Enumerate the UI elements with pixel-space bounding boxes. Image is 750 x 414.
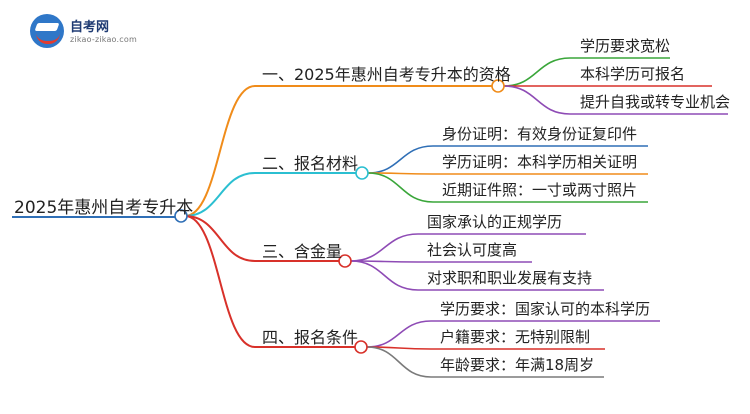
connector-root-branch-3 xyxy=(184,215,256,262)
logo-subtitle: zikao-zikao.com xyxy=(70,35,137,44)
root-node-label: 2025年惠州自考专升本 xyxy=(14,198,194,218)
branch-3-label: 三、含金量 xyxy=(262,242,343,261)
branch-2-label: 二、报名材料 xyxy=(262,154,359,173)
leaf-2-3: 近期证件照：一寸或两寸照片 xyxy=(442,181,638,199)
leaf-1-2: 本科学历可报名 xyxy=(580,65,686,83)
graduation-cap-logo-icon xyxy=(30,14,64,48)
leaf-1-1: 学历要求宽松 xyxy=(580,37,671,55)
leaf-1-3: 提升自我或转专业机会 xyxy=(580,93,731,111)
connector-branch-3-leaf-3 xyxy=(350,260,419,291)
branch-4-node-circle xyxy=(354,340,368,354)
connector-branch-2-leaf-3 xyxy=(367,172,434,203)
leaf-2-2: 学历证明：本科学历相关证明 xyxy=(442,153,638,171)
branch-1-label: 一、2025年惠州自考专升本的资格 xyxy=(262,65,511,84)
branch-4-label: 四、报名条件 xyxy=(262,328,359,347)
leaf-3-2: 社会认可度高 xyxy=(427,241,518,259)
connector-branch-2-leaf-1 xyxy=(367,145,434,174)
leaf-3-3: 对求职和职业发展有支持 xyxy=(427,269,593,287)
leaf-4-3: 年龄要求：年满18周岁 xyxy=(440,356,595,374)
branch-3-node-circle xyxy=(338,254,352,268)
connector-branch-4-leaf-3 xyxy=(366,346,432,378)
connector-root-branch-2 xyxy=(184,172,256,217)
leaf-3-1: 国家承认的正规学历 xyxy=(427,213,563,231)
branch-2-node-circle xyxy=(355,166,369,180)
root-node-circle xyxy=(174,209,188,223)
connector-branch-1-leaf-1 xyxy=(503,57,571,87)
connector-root-branch-4 xyxy=(184,215,256,348)
branch-1-node-circle xyxy=(491,79,505,93)
leaf-2-1: 身份证明：有效身份证复印件 xyxy=(442,125,638,143)
leaf-4-2: 户籍要求：无特别限制 xyxy=(440,328,591,346)
connector-root-branch-1 xyxy=(184,85,256,217)
leaf-4-1: 学历要求：国家认可的本科学历 xyxy=(440,300,651,318)
connector-branch-1-leaf-3 xyxy=(503,85,571,115)
logo-title: 自考网 xyxy=(70,20,110,35)
connector-branch-4-leaf-1 xyxy=(366,320,432,348)
connector-branch-3-leaf-1 xyxy=(350,233,419,262)
site-logo[interactable]: 自考网 zikao-zikao.com xyxy=(30,14,170,54)
